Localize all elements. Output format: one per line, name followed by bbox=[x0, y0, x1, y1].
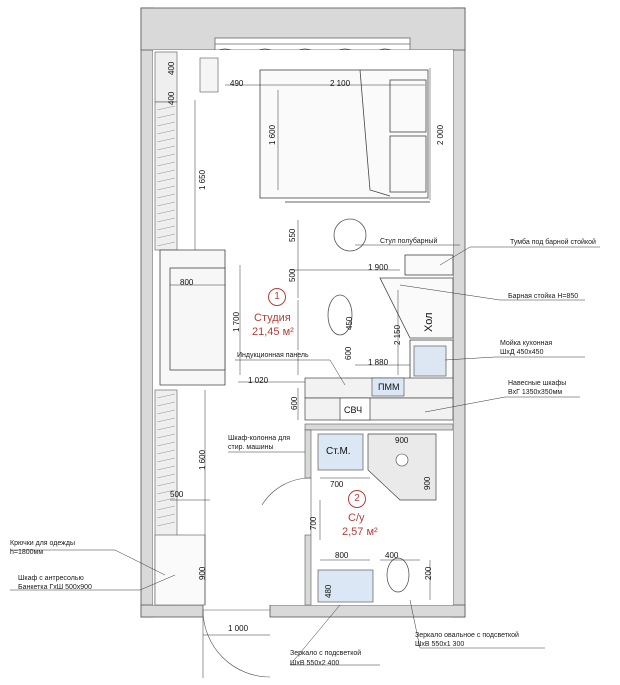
bar-counter-label: Барная стойка H=850 bbox=[508, 293, 579, 300]
stool-1 bbox=[333, 218, 367, 252]
wall-cabinets-label: Навесные шкафы bbox=[508, 380, 567, 387]
dim-400-bath: 400 bbox=[385, 551, 399, 560]
dishwasher bbox=[371, 377, 405, 397]
shower bbox=[367, 433, 437, 501]
dim-490: 490 bbox=[230, 79, 244, 88]
dim-450: 450 bbox=[345, 316, 354, 330]
dim-2150: 2 150 bbox=[393, 324, 402, 345]
dim-200: 200 bbox=[424, 566, 433, 580]
dim-1900: 1 900 bbox=[368, 263, 389, 272]
bath-door bbox=[261, 477, 312, 535]
room-1-name: Студия bbox=[254, 312, 291, 324]
dim-400-top: 400 bbox=[167, 61, 176, 75]
dim-500: 500 bbox=[288, 268, 297, 282]
dim-1000: 1 000 bbox=[228, 624, 249, 633]
dim-900-shower: 900 bbox=[395, 436, 409, 445]
dim-550: 550 bbox=[288, 228, 297, 242]
dim-2000: 2 000 bbox=[436, 124, 445, 145]
leader-lines bbox=[10, 244, 600, 666]
toilet bbox=[386, 557, 410, 593]
nightstand bbox=[199, 57, 219, 93]
room-1-number: 1 bbox=[268, 288, 286, 306]
room-2-area: 2,57 м² bbox=[342, 526, 378, 538]
induction-label: Индукционная панель bbox=[237, 352, 309, 359]
dim-1700: 1 700 bbox=[232, 311, 241, 332]
dim-480: 480 bbox=[324, 584, 333, 598]
hooks-label: Крючки для одежды bbox=[10, 540, 75, 547]
mezzanine-label: Шкаф с антресолью bbox=[18, 575, 84, 582]
dim-600-kitchen: 600 bbox=[344, 346, 353, 360]
entry-door bbox=[202, 609, 271, 678]
wall-cabinets-size-label: ВхГ 1350х350мм bbox=[508, 389, 563, 396]
microwave-label: СВЧ bbox=[344, 405, 363, 415]
kitchen-row bbox=[304, 377, 454, 421]
bar-cabinet-label: Тумба под барной стойкой bbox=[510, 239, 596, 246]
mirror-oval-size-label: ШхВ 550х1 300 bbox=[415, 641, 465, 648]
sink bbox=[413, 345, 447, 377]
hall-label: Хол bbox=[423, 312, 435, 332]
column-cabinet-label: Шкаф-колонна для bbox=[228, 435, 291, 442]
dim-1650: 1 650 bbox=[198, 169, 207, 190]
dim-500-bench: 500 bbox=[170, 490, 184, 499]
window bbox=[214, 37, 411, 51]
dim-800-bath: 800 bbox=[335, 551, 349, 560]
bench bbox=[154, 534, 206, 606]
dim-1020: 1 020 bbox=[248, 376, 269, 385]
dim-700-side: 700 bbox=[309, 516, 318, 530]
mirror-light-label: Зеркало с подсветкой bbox=[290, 650, 362, 657]
bath-sink bbox=[317, 569, 374, 603]
mirror-light-size-label: ШхВ 550х2 400 bbox=[290, 660, 340, 667]
dimension-lines bbox=[170, 68, 431, 636]
sink-size-label: ШхД 450х450 bbox=[500, 349, 544, 356]
bed bbox=[259, 69, 429, 199]
bar-stool-label: Стул полубарный bbox=[380, 238, 438, 245]
room-2-name: С/у bbox=[348, 512, 365, 524]
column-cabinet-label-2: стир. машины bbox=[228, 444, 274, 451]
dim-700-door: 700 bbox=[330, 480, 344, 489]
dim-2100: 2 100 bbox=[330, 79, 351, 88]
hooks-height-label: h=1800мм bbox=[10, 549, 44, 556]
outer-walls bbox=[140, 7, 466, 618]
dim-1880: 1 880 bbox=[368, 358, 389, 367]
stool-2 bbox=[327, 294, 353, 336]
dishwasher-label: ПММ bbox=[378, 382, 400, 392]
sink-label: Мойка кухонная bbox=[500, 340, 553, 347]
dim-800-sofa: 800 bbox=[180, 278, 194, 287]
mirror-oval-label: Зеркало овальное с подсветкой bbox=[415, 632, 519, 639]
room-1-area: 21,45 м² bbox=[252, 326, 294, 338]
dim-900-shower-side: 900 bbox=[423, 476, 432, 490]
dim-1600-bed: 1 600 bbox=[268, 124, 277, 145]
dim-900-bench: 900 bbox=[198, 566, 207, 580]
dim-600-row: 600 bbox=[290, 396, 299, 410]
dim-400-second: 400 bbox=[167, 91, 176, 105]
room-2-number: 2 bbox=[348, 490, 366, 508]
washing-machine bbox=[317, 433, 364, 471]
sofa bbox=[159, 249, 226, 386]
dim-1600-wardrobe: 1 600 bbox=[198, 449, 207, 470]
wardrobe-left-top bbox=[154, 51, 178, 251]
mezzanine-size-label: Банкетка ГхШ 500х900 bbox=[18, 584, 92, 591]
washer-label: Ст.М. bbox=[326, 446, 351, 457]
